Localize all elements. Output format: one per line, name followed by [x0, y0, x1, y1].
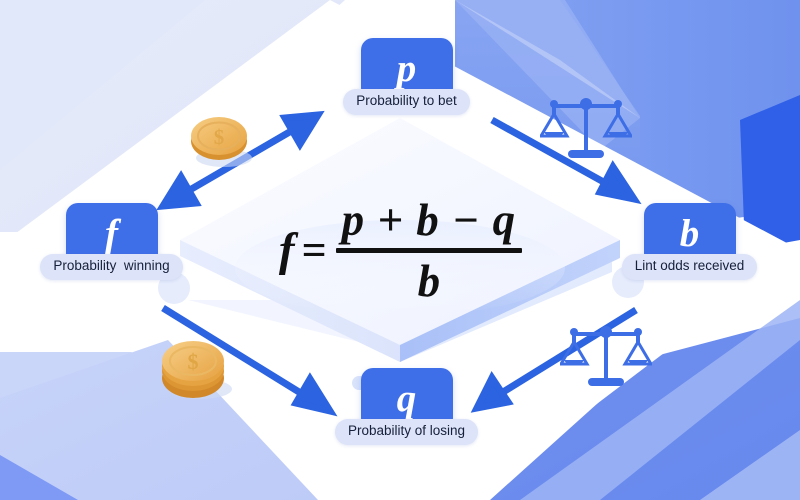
- node-f[interactable]: f Probability winning: [19, 203, 204, 280]
- bg-shape-top-right-dark: [740, 95, 800, 250]
- bg-shape-top-left-2: [0, 0, 205, 170]
- scale-pivot: [580, 98, 592, 110]
- platform-slab-lower-edge: [400, 262, 612, 362]
- node-b-symbol: b: [679, 211, 700, 255]
- bg-shape-top-right-mid2: [560, 0, 800, 230]
- node-f-symbol: f: [105, 211, 118, 255]
- balance-scale-icon: [558, 320, 654, 394]
- scale-left-knob: [550, 100, 558, 108]
- bg-shape-bottom-left-dark: [0, 455, 78, 500]
- bg-shape-bottom-left-band: [0, 340, 318, 500]
- coin-inner-ring: [197, 121, 241, 151]
- node-b-label: Lint odds received: [621, 254, 758, 280]
- node-b[interactable]: b Lint odds received: [597, 203, 782, 280]
- coin-stack-dollar-sign: $: [188, 349, 199, 374]
- node-p-symbol: p: [396, 46, 417, 90]
- scale-right-pan-fill: [607, 132, 629, 137]
- bg-shape-bottom-right-light: [700, 430, 800, 500]
- formula-lhs: f: [278, 224, 295, 276]
- node-p[interactable]: p Probability to bet: [314, 38, 499, 115]
- scale-left-pan-fill: [563, 360, 585, 365]
- coin-dollar-sign: $: [214, 125, 225, 149]
- scale-right-knob: [634, 328, 642, 336]
- coin-stack-inner-ring: [169, 346, 217, 376]
- scale-left-pan-fill: [543, 132, 565, 137]
- kelly-formula: f = p + b − q b: [258, 190, 543, 310]
- arrow-f-q: [161, 305, 338, 417]
- arrow-p-b: [490, 116, 642, 205]
- scale-pivot: [600, 326, 612, 338]
- platform-blob-left: [158, 272, 190, 304]
- balance-scale-icon: [538, 92, 634, 166]
- scale-right-pan-fill: [627, 360, 649, 365]
- formula-denominator: b: [417, 255, 441, 306]
- scale-left-knob: [570, 328, 578, 336]
- gold-coin-stack-icon: $: [152, 333, 238, 403]
- platform-glow: [235, 220, 565, 316]
- bg-shape-top-right-sliver: [455, 0, 640, 150]
- formula-numerator: p + b − q: [341, 194, 517, 245]
- formula-fraction: p + b − q b: [335, 194, 523, 307]
- formula-fraction-bar: [335, 247, 523, 253]
- node-q-label: Probability of losing: [334, 419, 479, 445]
- gold-coin-icon: $: [186, 108, 256, 170]
- formula-equals: =: [301, 225, 327, 275]
- node-p-label: Probability to bet: [343, 89, 470, 115]
- bg-shape-bottom-right-band: [520, 300, 800, 500]
- node-q-symbol: q: [396, 376, 417, 420]
- node-f-label: Probability winning: [40, 254, 183, 280]
- node-q[interactable]: q Probability of losing: [314, 368, 499, 445]
- scale-right-knob: [614, 100, 622, 108]
